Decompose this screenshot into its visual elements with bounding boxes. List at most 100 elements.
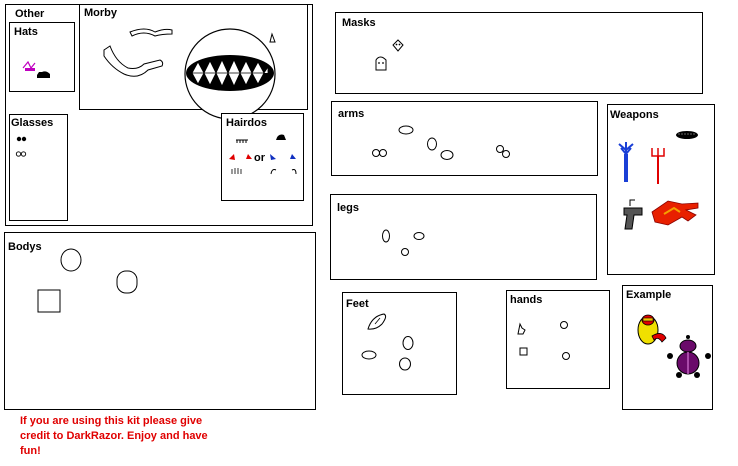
rounded-body-sprite [116,270,138,294]
blue-trident-handle [624,154,628,182]
square-body-sprite [37,289,61,313]
legs-label: legs [337,202,360,214]
hands-label: hands [510,294,543,306]
hats-label: Hats [14,26,38,38]
boot-lace [374,317,381,325]
arm-sprite-1 [398,125,414,135]
hand-sprite-1 [560,321,568,329]
blue-hair-right [290,154,296,159]
gun-sprite [623,207,643,230]
ghost-mask-sprite [375,56,387,71]
worm-body-top [129,28,173,37]
hairdos-label: Hairdos [226,117,267,129]
glasses-panel [9,114,68,221]
bowler-hat-sprite [37,71,50,78]
red-trident-head [651,148,665,157]
feather-hat-sprite [22,60,36,70]
body-sprites [37,248,138,313]
hat-sprites [22,60,50,78]
weapons-panel [607,104,715,275]
blue-trident-head [618,142,634,156]
arm-sprite-2b [379,149,387,157]
purple-robot-foot-l [676,372,682,378]
foot-sprite-1 [402,336,414,350]
leg-sprite-1 [382,229,390,243]
hairdos-panel [221,113,304,201]
morby-sprites [103,28,276,120]
arm-sprite-4 [440,150,454,160]
hand-sprite-2 [562,352,570,360]
diamond-mask-sprite [392,39,404,52]
morby-teeth [191,59,269,87]
arm-sprite-2a [372,149,380,157]
round-glasses-left [15,151,22,157]
credit-text: If you are using this kit please give cr… [20,415,208,457]
diamond-mask-eye-l [395,43,398,46]
hairdos-or-text: or [254,152,265,164]
purple-robot-foot-r [694,372,700,378]
ghost-mask-eye-r [382,62,384,64]
spiky-hair-sprite [231,168,242,174]
red-hair-left [229,154,235,160]
red-glove-highlight [663,206,681,215]
arm-sprite-5a [496,145,504,153]
legs-panel [330,194,597,280]
red-glove-sprite [651,200,699,226]
other-label: Other [15,8,45,20]
hairdos-sprites [229,134,297,175]
example-sprites [637,314,711,378]
gun-antenna [629,199,635,206]
red-hair-right [246,154,252,159]
hands-panel [506,290,610,389]
red-trident-handle [657,156,659,184]
example-label: Example [626,289,672,301]
round-glasses-right [20,151,27,157]
hats-panel [9,22,75,92]
round-body-sprite [60,248,82,272]
leg-sprite-2 [413,232,425,240]
arm-sprite-3 [427,137,437,151]
purple-robot-head [679,339,697,353]
feet-sprites [361,313,414,371]
morby-label: Morby [84,7,117,19]
purple-robot-hand-l [667,353,673,359]
bodys-label: Bodys [8,241,42,253]
hand-sprites [517,321,570,360]
grenade-sprite [676,131,698,139]
yellow-blob-arm [651,333,667,343]
diamond-mask-eye-r [398,43,401,46]
foot-sprite-3 [399,357,411,371]
worm-body-long [103,45,164,77]
ghost-mask-eye-l [378,62,380,64]
sunglasses-right [21,136,27,142]
comb-hair-sprite [236,139,248,143]
leg-sprite-3 [401,248,409,256]
mask-sprites [375,39,404,71]
bodys-panel [4,232,316,410]
hand-sprite-square [519,347,528,356]
glasses-label: Glasses [11,117,54,129]
arms-label: arms [338,108,365,120]
morby-tooth-sprite [269,32,276,43]
feather-hat-band [25,68,35,71]
purple-robot-hand-r [705,353,711,359]
arm-sprite-5b [502,150,510,158]
sunglasses-left [16,136,22,142]
pointing-hand-sprite [517,322,526,335]
yellow-blob-visor [642,317,654,322]
blue-hair-left [270,154,276,160]
arms-panel [331,101,598,176]
curly-hair-sprite [270,169,297,175]
purple-robot-antenna [686,335,690,339]
leg-sprites [382,229,425,256]
arm-sprites [372,125,510,160]
example-panel [622,285,713,410]
feet-label: Feet [346,298,369,310]
foot-sprite-2 [361,350,377,360]
glasses-sprites [15,136,27,157]
weapons-label: Weapons [610,109,659,121]
weapon-sprites [618,131,699,230]
feet-panel [342,292,457,395]
masks-label: Masks [342,17,376,29]
black-hair-sprite [276,134,286,140]
